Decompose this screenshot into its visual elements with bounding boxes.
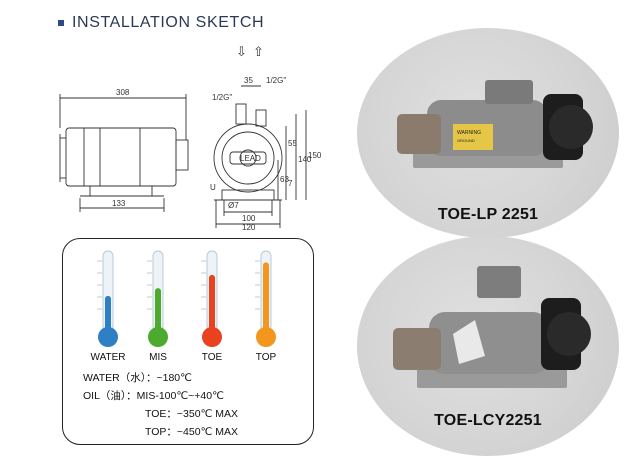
thermometer-top: TOP	[239, 247, 293, 363]
toe-range-text: TOE：~350℃ MAX	[145, 408, 239, 420]
thermometer-row: WATER MIS	[81, 247, 301, 367]
outlet-arrow-icon: ⇩	[236, 44, 247, 59]
thermometer-toe: TOE	[185, 247, 239, 363]
thermometer-icon	[97, 250, 118, 347]
technical-drawing: ⇩ ⇧ 308 133 35 1/2G" 1/2G" LEAD 55 140 1…	[59, 44, 322, 232]
header-bullet	[58, 20, 64, 26]
warning-label: WARNING	[457, 130, 481, 136]
top-range-text: TOP：~450℃ MAX	[145, 426, 239, 438]
product-card-toe-lcy2251: TOE-LCY2251	[357, 236, 619, 456]
product-name: TOE-LCY2251	[434, 412, 542, 429]
thermometer-icon	[201, 250, 222, 347]
thermometer-icon	[147, 250, 168, 347]
dim-h150: 150	[308, 151, 322, 160]
nameplate	[229, 151, 267, 165]
pump-photo-illustration: WARNING GROUND	[397, 80, 593, 168]
dim-port-side: 1/2G"	[212, 93, 232, 102]
front-view-casing	[213, 123, 283, 193]
pump-photo-illustration	[393, 266, 591, 388]
dim-h63: 63	[280, 175, 289, 184]
thermometer-mis: MIS	[131, 247, 185, 363]
dim-h7: 7	[288, 179, 293, 188]
thermometer-label: WATER	[90, 352, 126, 363]
temperature-legend: WATER MIS	[62, 238, 314, 445]
product-name: TOE-LP 2251	[437, 206, 539, 223]
inlet-arrow-icon: ⇧	[253, 44, 264, 59]
dim-w120: 120	[242, 223, 256, 230]
dim-h55: 55	[288, 139, 297, 148]
section-header: INSTALLATION SKETCH	[58, 14, 264, 32]
product-card-toe-lp2251: WARNING GROUND TOE-LP 2251	[357, 28, 619, 238]
thermometer-icon	[255, 250, 276, 347]
dim-drain: U	[210, 183, 216, 192]
warning-sub-label: GROUND	[457, 138, 475, 143]
dim-port-top: 1/2G"	[266, 76, 286, 85]
thermometer-label: TOE	[201, 352, 223, 363]
thermometer-label: TOP	[255, 352, 277, 363]
temperature-ranges: WATER（水）：~180℃ OIL（油）：MIS-100℃~+40℃ TOE：…	[83, 369, 238, 441]
dim-w100: 100	[242, 214, 256, 223]
oil-range-text: OIL（油）：MIS-100℃~+40℃	[83, 390, 224, 402]
dim-port-spacing: 35	[244, 76, 253, 85]
dim-foot-hole: Ø7	[228, 201, 239, 210]
dim-h140: 140	[298, 155, 312, 164]
side-view-body	[65, 127, 177, 187]
nameplate-text: LEAD	[240, 154, 261, 163]
thermometer-water: WATER	[81, 247, 135, 363]
section-title: INSTALLATION SKETCH	[72, 14, 265, 31]
installation-sketch: ⇩ ⇧ 308 133 35 1/2G" 1/2G" LEAD 55 140 1…	[40, 40, 360, 232]
dim-overall-length: 308	[116, 88, 130, 97]
water-range-text: WATER（水）：~180℃	[83, 372, 192, 384]
dim-base-length: 133	[112, 199, 126, 208]
thermometer-label: MIS	[149, 352, 167, 363]
